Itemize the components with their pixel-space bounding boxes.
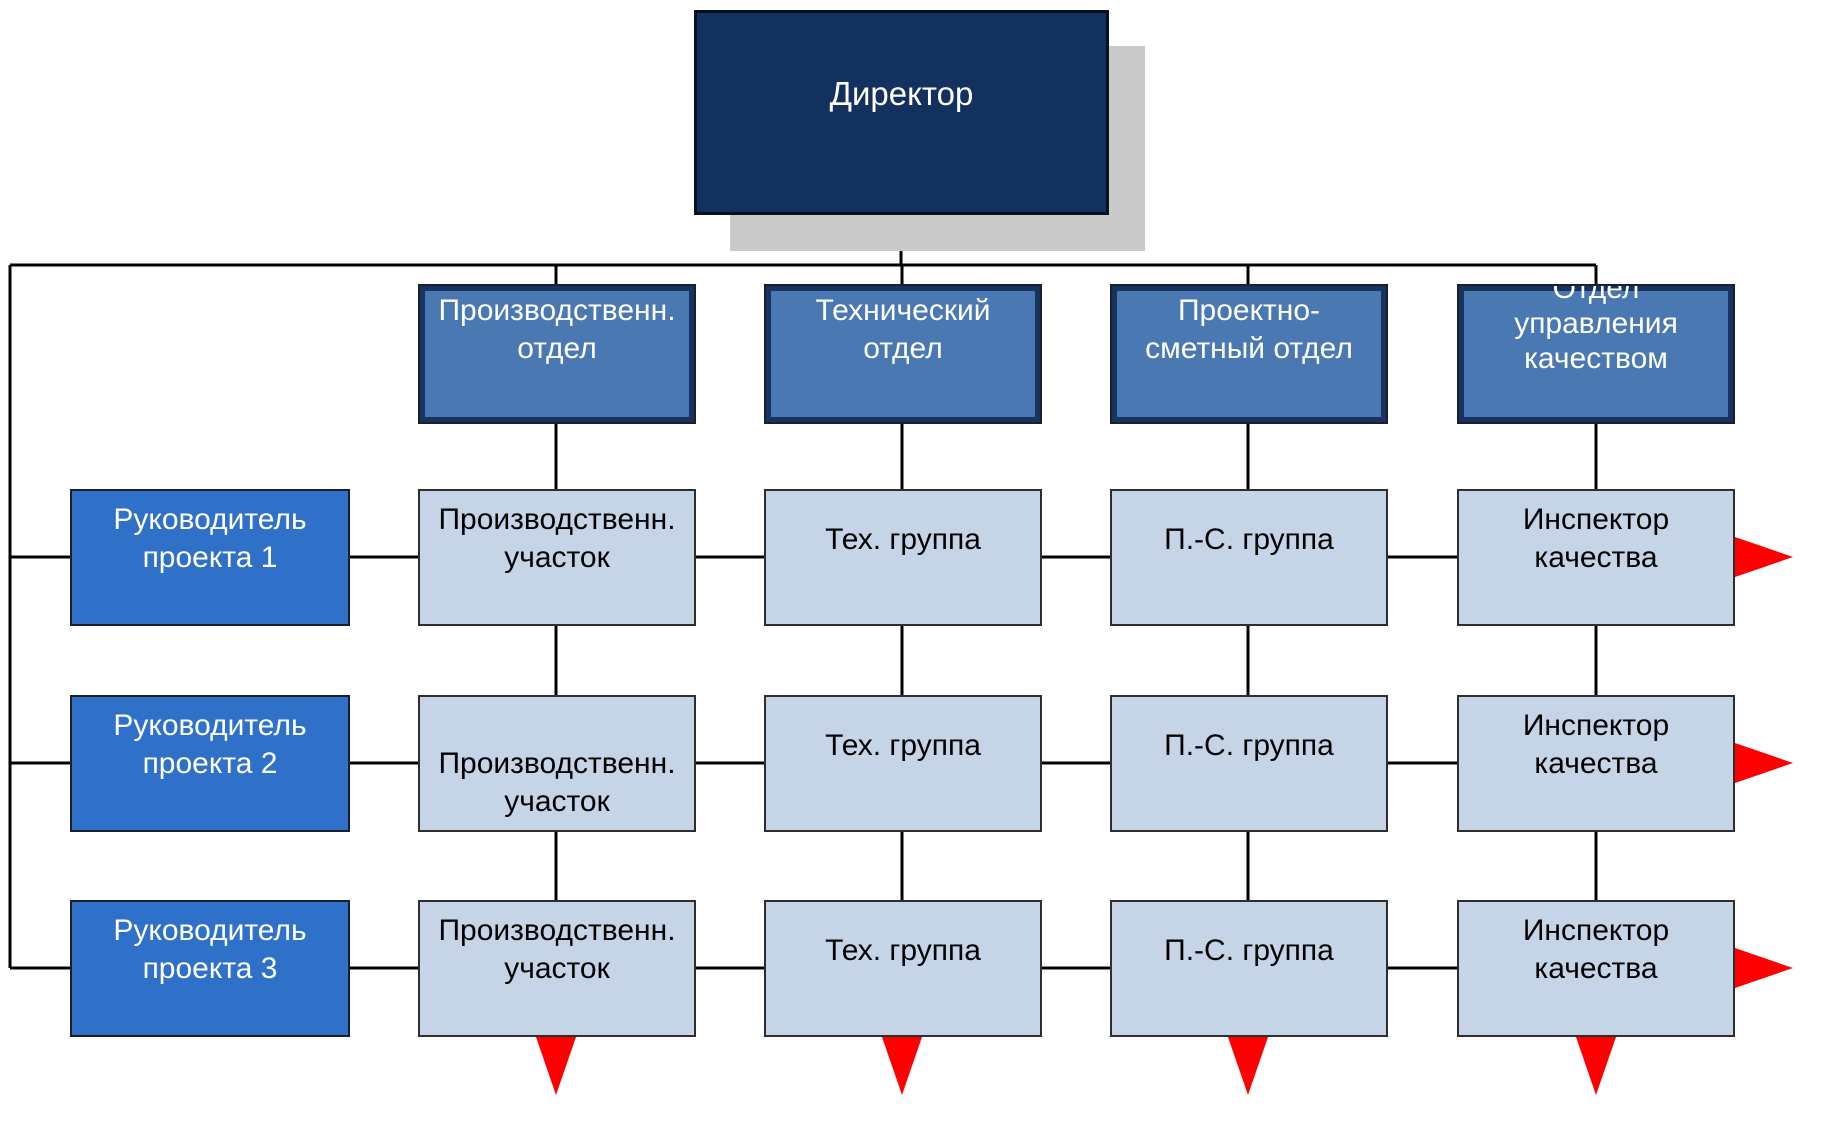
cell-estimate-group: П.-С. группа	[1110, 900, 1388, 1037]
department-quality: Отдел управления качеством	[1457, 284, 1735, 424]
cell-tech-group: Тех. группа	[764, 489, 1042, 626]
cell-label: Инспектор качества	[1522, 709, 1670, 781]
project-manager-2: Руководитель проекта 2	[70, 695, 350, 832]
cell-label: Производственн. участок	[438, 747, 676, 819]
arrow-right-icon	[1735, 743, 1793, 783]
cell-label: П.-С. группа	[1164, 523, 1334, 556]
arrow-down-icon	[536, 1037, 576, 1095]
arrow-down-icon	[1576, 1037, 1616, 1095]
cell-label: Инспектор качества	[1522, 914, 1670, 986]
manager-label: Руководитель проекта 2	[113, 709, 307, 781]
cell-label: П.-С. группа	[1164, 934, 1334, 967]
cell-estimate-group: П.-С. группа	[1110, 695, 1388, 832]
cell-production-site: Производственн. участок	[418, 900, 696, 1037]
department-label: Проектно- сметный отдел	[1145, 294, 1353, 366]
arrow-right-icon	[1735, 948, 1793, 988]
cell-quality-inspector: Инспектор качества	[1457, 489, 1735, 626]
cell-tech-group: Тех. группа	[764, 695, 1042, 832]
project-manager-3: Руководитель проекта 3	[70, 900, 350, 1037]
director-box: Директор	[694, 10, 1109, 215]
arrow-down-icon	[882, 1037, 922, 1095]
arrow-right-icon	[1735, 537, 1793, 577]
cell-label: Тех. группа	[825, 523, 981, 556]
cell-label: Тех. группа	[825, 729, 981, 762]
cell-production-site: Производственн. участок	[418, 695, 696, 832]
cell-label: Производственн. участок	[438, 503, 676, 575]
cell-label: Тех. группа	[825, 934, 981, 967]
director-label: Директор	[829, 75, 974, 112]
cell-quality-inspector: Инспектор качества	[1457, 695, 1735, 832]
cell-label: П.-С. группа	[1164, 729, 1334, 762]
cell-estimate-group: П.-С. группа	[1110, 489, 1388, 626]
department-label: Отдел управления качеством	[1514, 284, 1678, 375]
cell-production-site: Производственн. участок	[418, 489, 696, 626]
project-manager-1: Руководитель проекта 1	[70, 489, 350, 626]
cell-label: Инспектор качества	[1522, 503, 1670, 575]
manager-label: Руководитель проекта 3	[113, 914, 307, 986]
department-technical: Технический отдел	[764, 284, 1042, 424]
arrow-down-icon	[1228, 1037, 1268, 1095]
cell-quality-inspector: Инспектор качества	[1457, 900, 1735, 1037]
department-label: Производственн. отдел	[438, 294, 676, 366]
department-production: Производственн. отдел	[418, 284, 696, 424]
manager-label: Руководитель проекта 1	[113, 503, 307, 575]
cell-tech-group: Тех. группа	[764, 900, 1042, 1037]
cell-label: Производственн. участок	[438, 914, 676, 986]
department-estimates: Проектно- сметный отдел	[1110, 284, 1388, 424]
department-label: Технический отдел	[815, 294, 991, 366]
